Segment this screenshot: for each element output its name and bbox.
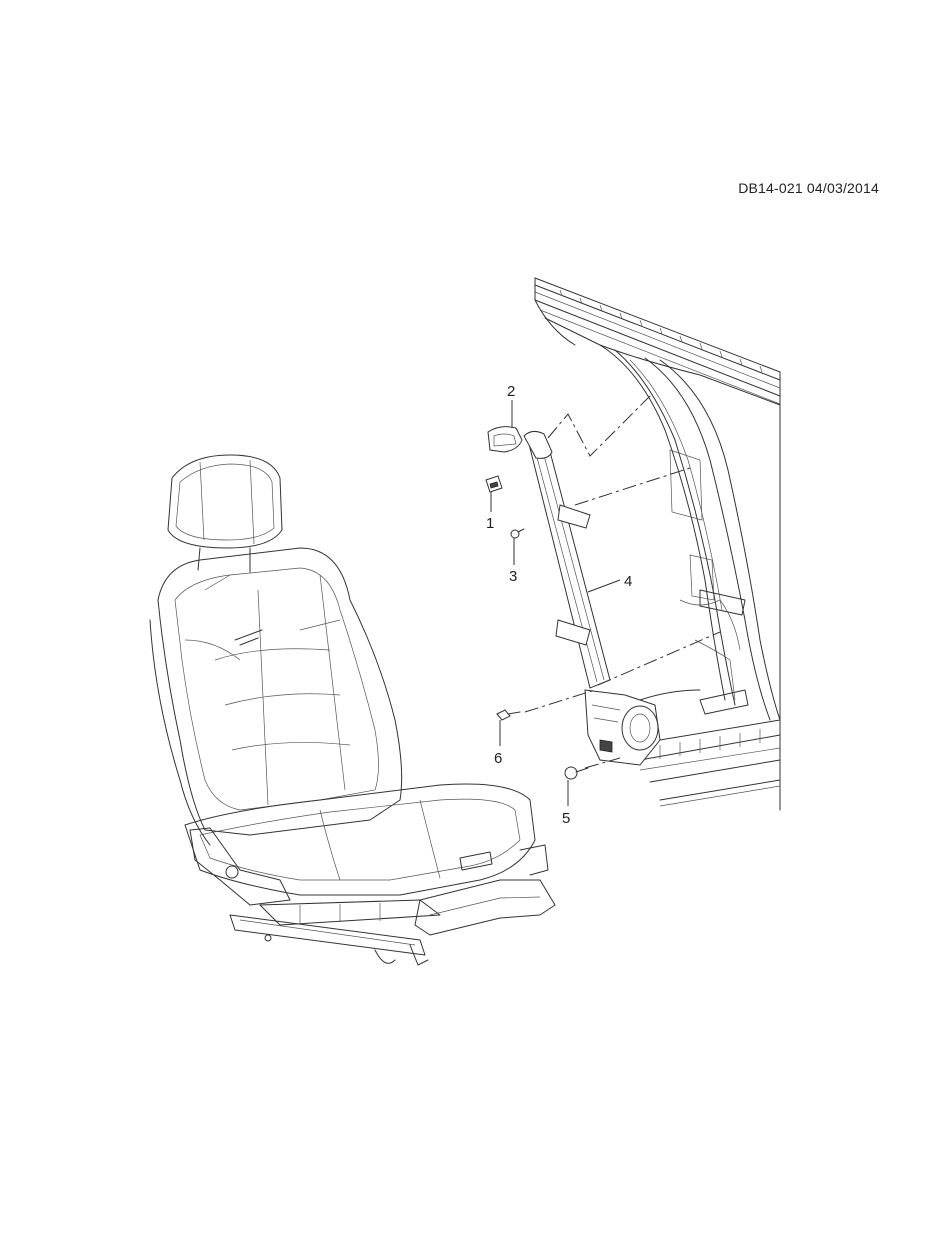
callout-6: 6 [494,750,502,767]
retractor-bolt [564,766,589,780]
callout-5: 5 [562,810,570,827]
upper-anchor-cover [487,426,523,453]
callout-1: 1 [486,515,494,532]
upper-anchor-bolt [485,475,503,493]
callout-2: 2 [507,383,515,400]
callout-4: 4 [624,573,632,590]
alignment-lines [524,395,721,769]
document-reference: DB14-021 04/03/2014 [738,180,879,196]
front-seat [149,454,556,966]
callouts: 2 1 3 4 6 5 [486,383,632,827]
guide-screw [510,528,525,539]
adjuster-bolt [496,709,521,721]
callout-3: 3 [509,568,517,585]
seat-belt-retractor-assembly [523,430,661,766]
